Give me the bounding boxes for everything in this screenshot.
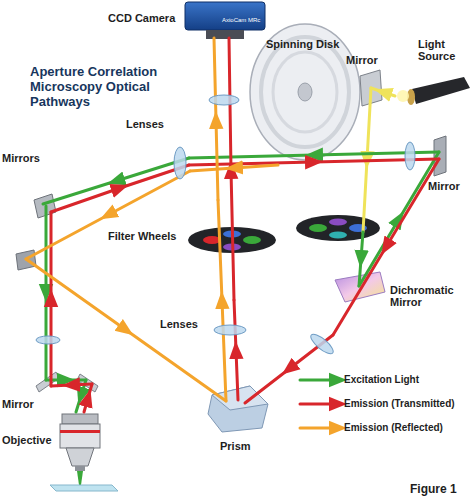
lens: [308, 331, 336, 357]
transmitted-beam: [51, 384, 92, 386]
transmitted-beam: [51, 165, 189, 212]
lamp-body: [412, 77, 470, 104]
camera-mount: [206, 30, 244, 39]
brand-label: AxioCam MRc: [222, 17, 264, 24]
part-label: Prism: [220, 440, 264, 452]
legend-samples: [300, 380, 338, 428]
reflected-beam: [26, 171, 190, 259]
transmitted-beam: [84, 384, 92, 412]
figure-caption: Figure 1: [410, 482, 457, 496]
part-label: Mirror: [346, 54, 390, 66]
reflected-beam: [26, 259, 226, 401]
light-source-lamp: [397, 77, 470, 105]
transmitted-beam: [234, 300, 238, 400]
part-label: Lenses: [126, 118, 176, 130]
objective-body: [60, 424, 100, 448]
lenses: [36, 95, 415, 357]
objective-tip: [75, 466, 85, 471]
excitation-beam: [45, 206, 48, 380]
lens: [214, 325, 246, 335]
part-label: Mirror: [428, 180, 472, 192]
objective-nose: [66, 448, 94, 466]
lens: [209, 95, 239, 105]
specimen-slide: [50, 485, 118, 491]
legend-line-orange: [300, 427, 338, 430]
filter-green: [243, 236, 261, 244]
excitation-beam: [43, 158, 189, 204]
objective-thread: [62, 414, 98, 424]
lamp-glow: [397, 90, 409, 102]
transmitted-beam: [333, 159, 439, 335]
legend-line-red: [300, 403, 338, 406]
reflected-beam: [218, 200, 226, 401]
camera-body: [185, 2, 265, 30]
wheel-body: [296, 215, 380, 241]
legend-text: Emission (Transmitted): [344, 398, 455, 410]
diagram-title: Aperture Correlation Microscopy Optical …: [30, 64, 180, 109]
disk-face: [250, 24, 360, 160]
transmitted-beam: [189, 159, 439, 165]
filter-violet: [329, 219, 347, 226]
part-label: Dichromatic Mirror: [390, 284, 470, 308]
source-beam: [371, 88, 395, 96]
disk-ring: [273, 52, 337, 132]
legend-text: Excitation Light: [344, 374, 419, 386]
lens: [174, 147, 186, 179]
disk-hub: [298, 83, 312, 101]
focus-cone: [77, 471, 83, 485]
filter-green: [309, 224, 327, 232]
disk-ring: [261, 37, 349, 147]
ccd-camera: [185, 2, 265, 39]
part-label: CCD Camera: [108, 12, 186, 24]
part-label: Spinning Disk: [266, 38, 350, 50]
filter-wheel: [296, 215, 380, 241]
part-label: Mirror: [2, 398, 42, 410]
excitation-beam: [359, 152, 439, 286]
reflected-beam: [190, 165, 278, 171]
part-label: Objective: [2, 434, 60, 446]
part-label: Lenses: [160, 318, 210, 330]
spinning-disk: [250, 24, 360, 160]
lens: [36, 336, 60, 344]
lens: [405, 142, 415, 170]
reflected-beam: [214, 38, 218, 200]
objective-lens: [50, 414, 118, 491]
legend-text: Emission (Reflected): [344, 422, 443, 434]
excitation-beam: [189, 152, 439, 158]
transmitted-beam: [50, 212, 53, 386]
part-label: Mirrors: [2, 152, 52, 164]
objective-ring: [60, 430, 100, 433]
part-label: Light Source: [418, 38, 464, 62]
part-label: Filter Wheels: [108, 230, 188, 242]
filter-cyan: [329, 232, 347, 239]
legend-line-green: [300, 379, 338, 382]
light-beams: [26, 38, 439, 412]
